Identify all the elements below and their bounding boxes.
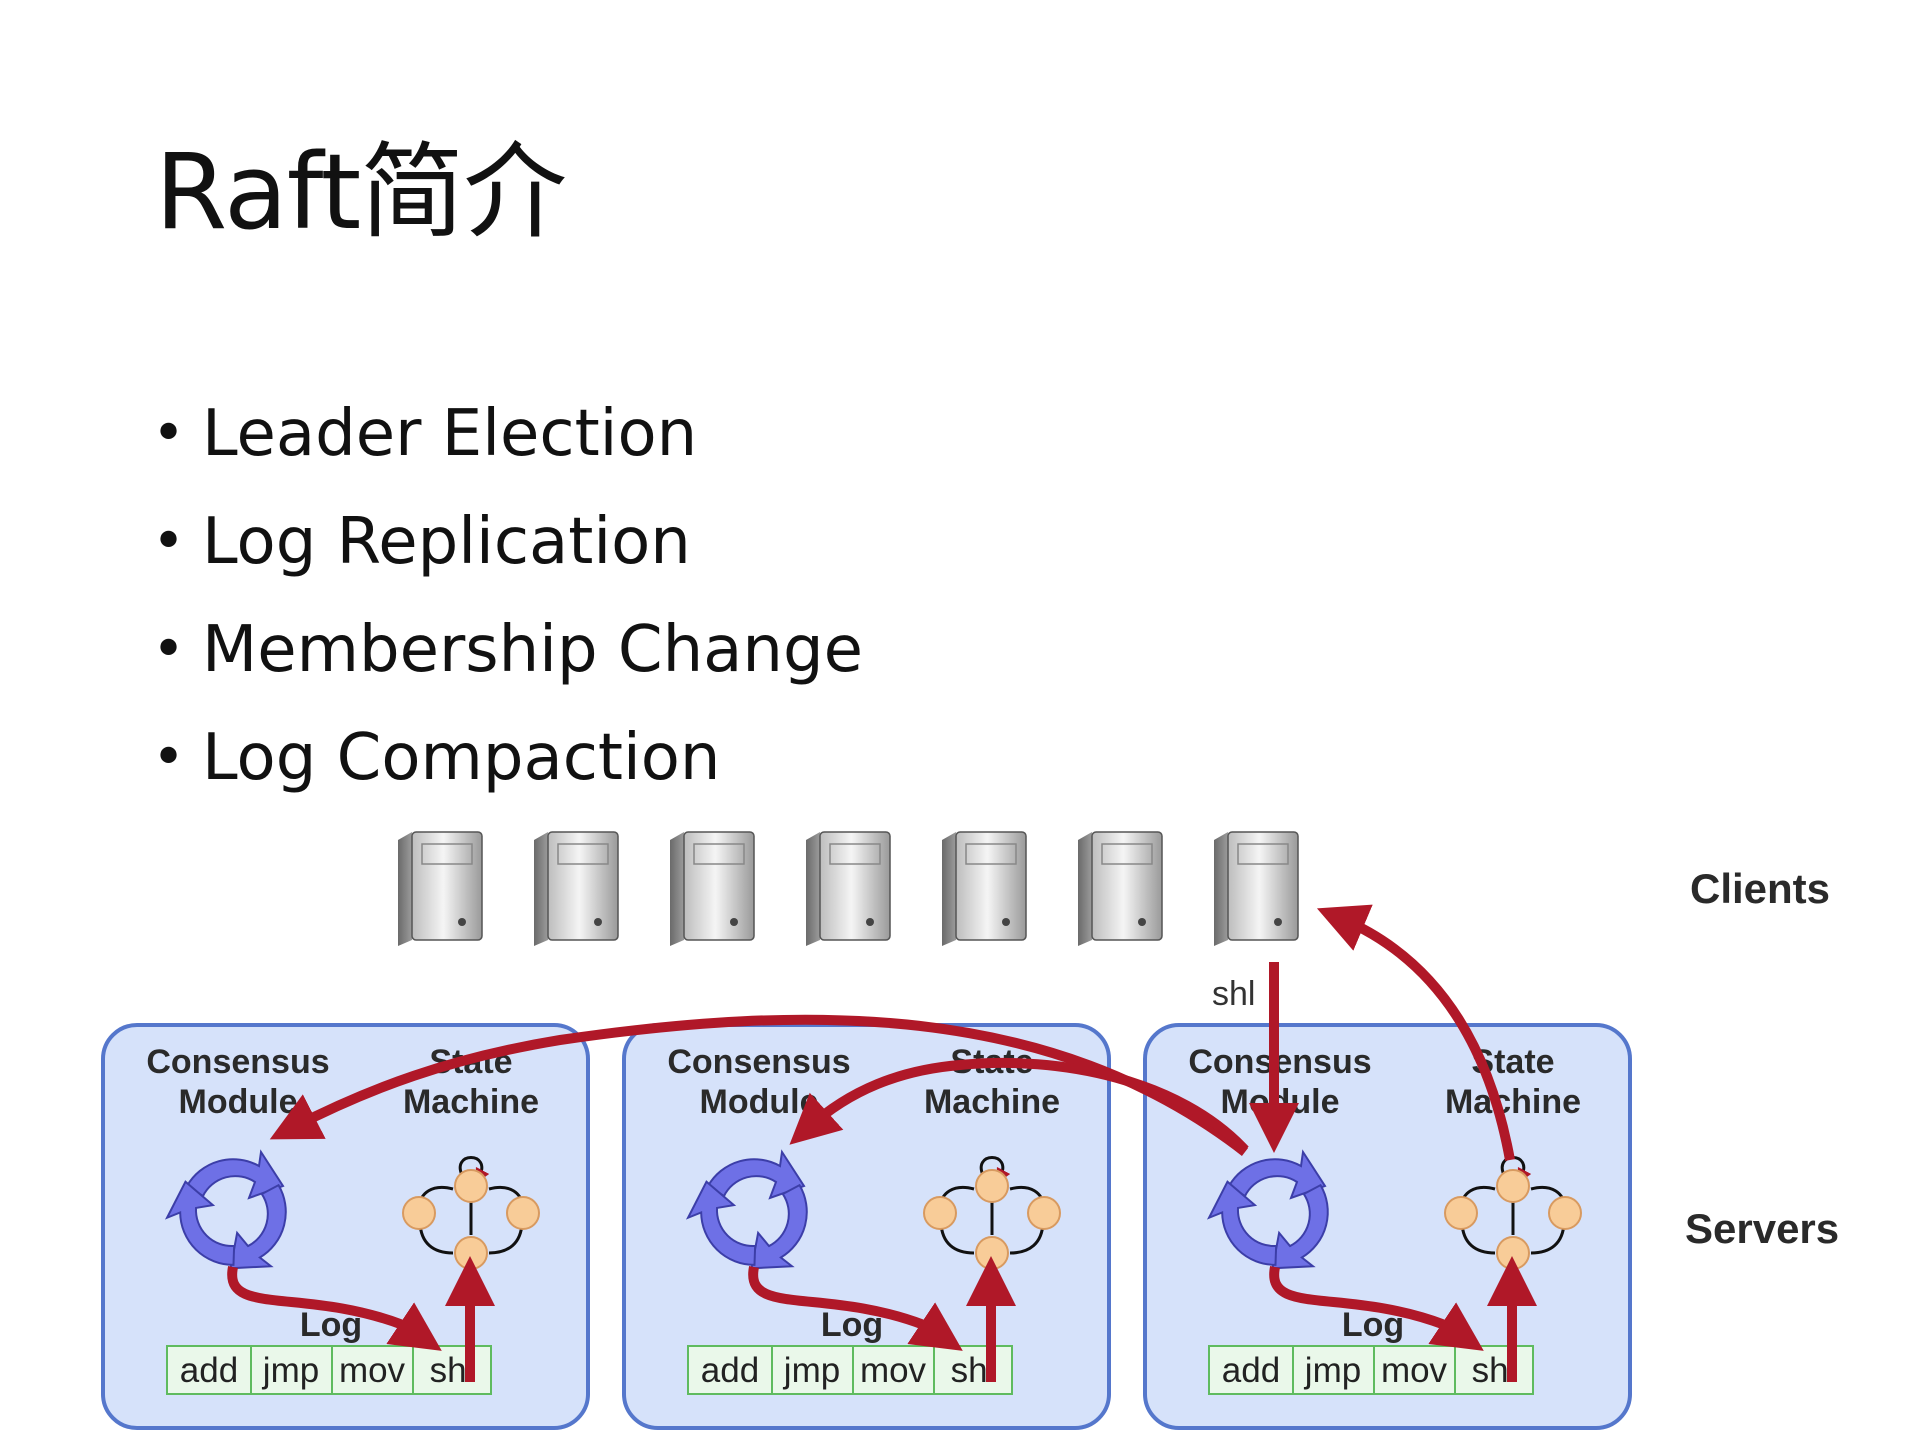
bullet-item: •Log Compaction [150, 716, 863, 824]
bullet-dot-icon: • [152, 617, 186, 682]
server-box: Consensus Module State Machine Log [101, 1023, 590, 1430]
clients-label: Clients [1690, 865, 1830, 912]
log-entry: add [701, 1351, 759, 1390]
client-response-arrow [1316, 904, 1515, 1161]
server-box: Consensus Module State Machine Log [1143, 1023, 1632, 1430]
consensus-module-label: Consensus [1188, 1043, 1371, 1081]
log-entry: add [180, 1351, 238, 1390]
log-entries: add jmp mov shl [166, 1345, 492, 1395]
consensus-module-label: Module [179, 1083, 298, 1121]
bullet-item: •Membership Change [150, 608, 863, 716]
client-computer-icon [805, 831, 891, 947]
log-entry: jmp [783, 1351, 840, 1390]
consensus-module-label: Consensus [146, 1043, 329, 1081]
log-entries: add jmp mov shl [1208, 1345, 1534, 1395]
servers-label: Servers [1685, 1205, 1839, 1252]
log-entries: add jmp mov shl [687, 1345, 1013, 1395]
bullet-text: Log Compaction [202, 721, 721, 795]
client-computer-icon [533, 831, 619, 947]
bullet-dot-icon: • [152, 509, 186, 574]
client-computer-icon [397, 831, 483, 947]
clients-row [397, 831, 1299, 947]
append-log-arrow [1269, 1266, 1484, 1351]
consensus-cycle-icon [685, 1149, 808, 1270]
state-machine-label: Machine [403, 1083, 539, 1121]
client-computer-icon [1213, 831, 1299, 947]
log-entry: mov [860, 1351, 927, 1390]
bullet-list: •Leader Election •Log Replication •Membe… [150, 392, 863, 824]
consensus-module-label: Module [700, 1083, 819, 1121]
server-box: Consensus Module State Machine Log [622, 1023, 1111, 1430]
client-request-label: shl [1212, 975, 1255, 1013]
client-computer-icon [1077, 831, 1163, 947]
log-entry: mov [1381, 1351, 1448, 1390]
log-entry: jmp [1304, 1351, 1361, 1390]
log-entry: mov [339, 1351, 406, 1390]
consensus-module-label: Module [1221, 1083, 1340, 1121]
client-computer-icon [669, 831, 755, 947]
bullet-text: Membership Change [202, 613, 863, 687]
bullet-item: •Leader Election [150, 392, 863, 500]
slide-title: Raft简介 [155, 131, 567, 253]
log-entry: jmp [262, 1351, 319, 1390]
bullet-text: Leader Election [202, 397, 698, 471]
client-computer-icon [941, 831, 1027, 947]
consensus-module-label: Consensus [667, 1043, 850, 1081]
bullet-dot-icon: • [152, 401, 186, 466]
bullet-text: Log Replication [202, 505, 691, 579]
append-log-arrow [748, 1266, 963, 1351]
append-log-arrow [227, 1266, 442, 1351]
state-machine-label: Machine [924, 1083, 1060, 1121]
log-entry: add [1222, 1351, 1280, 1390]
replicate-arrow-to-server-1 [269, 1014, 1249, 1156]
state-machine-label: Machine [1445, 1083, 1581, 1121]
bullet-item: •Log Replication [150, 500, 863, 608]
replicate-arrow-to-server-2 [789, 1057, 1249, 1154]
state-machine-graph-icon [402, 1156, 540, 1270]
bullet-dot-icon: • [152, 725, 186, 790]
consensus-cycle-icon [164, 1149, 287, 1270]
